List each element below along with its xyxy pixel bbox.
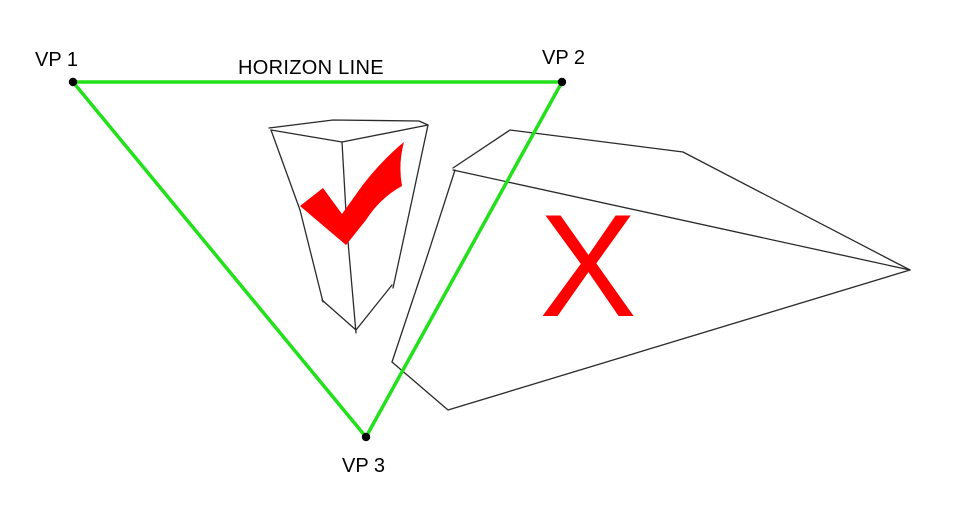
outside-box-left-edge: [391, 169, 456, 363]
box-top-face: [268, 119, 429, 143]
check-mark-icon: [300, 142, 404, 245]
x-mark-icon: X: [539, 184, 636, 347]
horizon-line-label: HORIZON LINE: [238, 57, 384, 79]
vp3-point: [361, 432, 371, 442]
vanishing-point-triangle: [69, 80, 565, 441]
vp3-label: VP 3: [342, 455, 385, 477]
outside-box-diagonal-edge: [452, 169, 911, 271]
outside-box-bottom-edge: [391, 269, 911, 411]
box-outside-sketch: [391, 129, 911, 411]
box-right-edge: [392, 124, 429, 289]
outside-box-top-edge: [452, 129, 911, 271]
vp1-point: [68, 77, 78, 87]
vp1-label: VP 1: [35, 49, 78, 71]
box-left-edge: [270, 129, 324, 303]
vp2-point: [557, 77, 567, 87]
vp2-label: VP 2: [542, 47, 585, 69]
box-bottom-edge: [321, 284, 393, 331]
